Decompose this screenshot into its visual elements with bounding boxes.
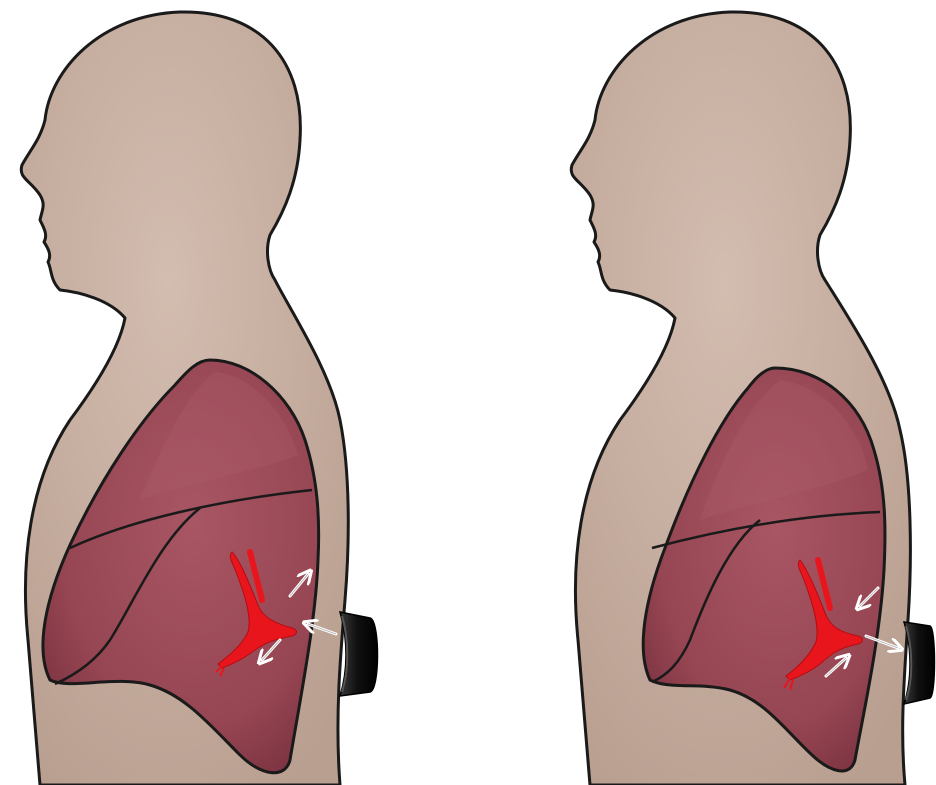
right-figure xyxy=(571,12,934,785)
left-figure xyxy=(21,12,377,785)
right-ultrasound-probe xyxy=(904,622,935,704)
left-ultrasound-probe xyxy=(340,612,378,696)
